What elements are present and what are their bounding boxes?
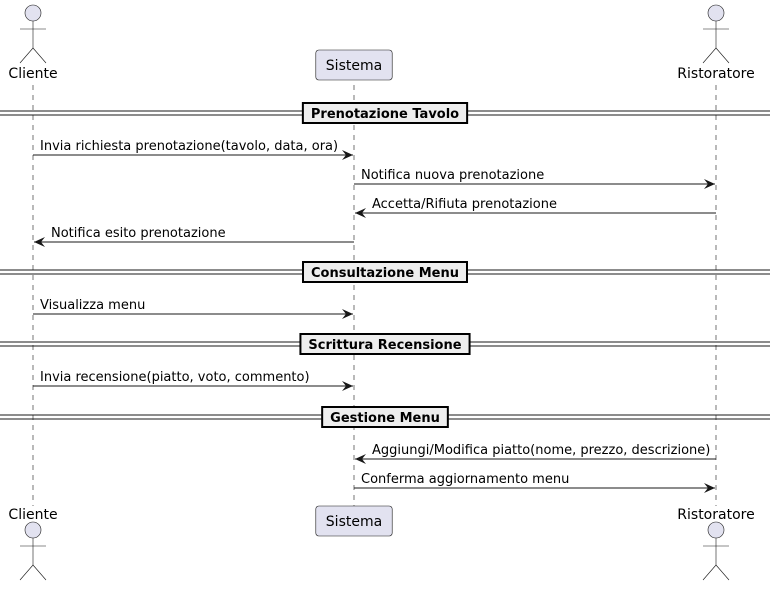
message-label: Invia richiesta prenotazione(tavolo, dat… [40,139,338,154]
section-title: Prenotazione Tavolo [311,107,459,122]
section-title-box [302,261,468,283]
actor-ristoratore-bottom-icon [702,521,730,581]
section-title: Scrittura Recensione [308,338,461,353]
message-label: Notifica esito prenotazione [51,226,226,241]
actor-label-cliente-top: Cliente [8,66,57,82]
message-label: Aggiungi/Modifica piatto(nome, prezzo, d… [372,443,710,458]
participant-box-sistema-top: Sistema [315,49,393,81]
actor-cliente-top-icon [19,4,47,64]
message-label: Conferma aggiornamento menu [361,472,569,487]
section-title-box [301,102,469,124]
participant-box-sistema-bottom: Sistema [315,505,393,537]
actor-ristoratore-top-icon [702,4,730,64]
actor-label-ristoratore-top: Ristoratore [677,66,754,82]
message-label: Notifica nuova prenotazione [361,168,544,183]
actor-label-cliente-bottom: Cliente [8,507,57,523]
message-label: Accetta/Rifiuta prenotazione [372,197,557,212]
participant-label: Sistema [326,514,382,530]
section-title-box [321,406,449,428]
participant-label: Sistema [326,58,382,74]
section-title: Gestione Menu [330,411,440,426]
actor-cliente-bottom-icon [19,521,47,581]
message-label: Invia recensione(piatto, voto, commento) [40,370,310,385]
actor-label-ristoratore-bottom: Ristoratore [677,507,754,523]
section-title: Consultazione Menu [311,266,459,281]
section-title-box [299,333,471,355]
message-label: Visualizza menu [40,298,145,313]
